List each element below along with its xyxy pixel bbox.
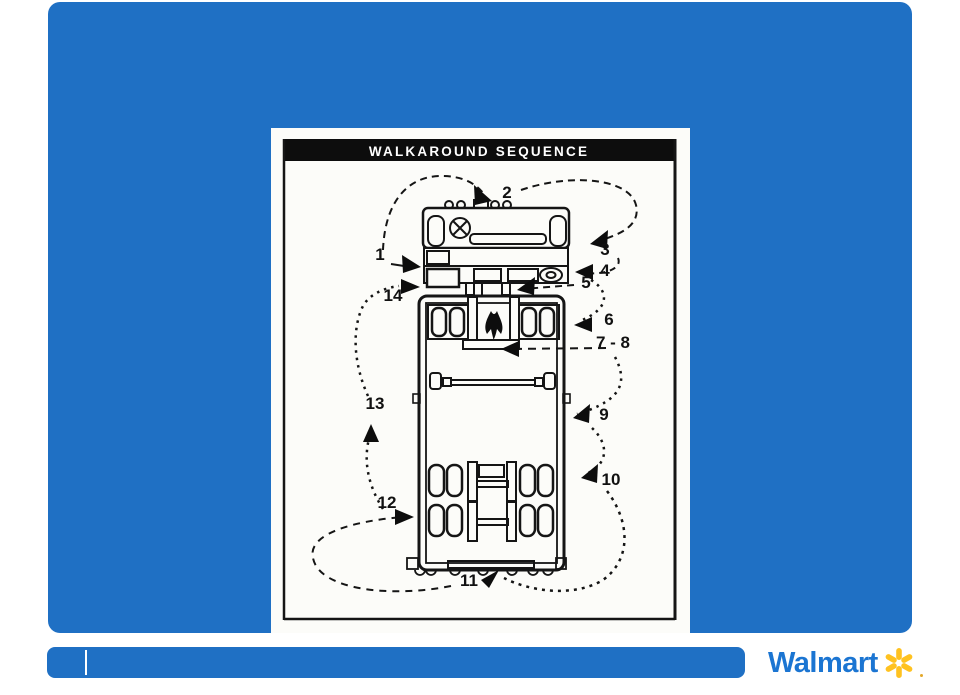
sequence-number-label: 13 — [366, 394, 385, 413]
walkaround-figure: WALKAROUND SEQUENCE — [271, 128, 690, 633]
sequence-number-label: 7 - 8 — [596, 333, 630, 352]
truck-cab — [421, 199, 571, 309]
footer-divider — [85, 650, 87, 675]
sequence-number-label: 3 — [600, 240, 609, 259]
sequence-number-label: 2 — [502, 183, 511, 202]
bottom-rollers — [414, 569, 554, 576]
walkaround-diagram: WALKAROUND SEQUENCE — [282, 139, 677, 621]
truck-trailer — [406, 294, 571, 576]
trademark-dot — [919, 674, 923, 677]
sequence-number-label: 6 — [604, 310, 613, 329]
sequence-number-label: 9 — [599, 405, 608, 424]
sequence-number-label: 10 — [602, 470, 621, 489]
sequence-number-label: 4 — [600, 261, 610, 280]
figure-frame — [282, 139, 677, 621]
footer-bar — [47, 647, 745, 678]
sequence-number-label: 1 — [375, 245, 384, 264]
walmart-logo: Walmart — [768, 645, 923, 681]
sequence-number-label: 14 — [384, 286, 403, 305]
sequence-number-label: 11 — [460, 571, 478, 590]
engine-emblem — [485, 311, 503, 340]
route-arrowheads — [363, 185, 608, 588]
sequence-number-label: 5 — [581, 273, 590, 292]
walmart-wordmark: Walmart — [768, 647, 878, 679]
sequence-number-label: 12 — [378, 493, 397, 512]
figure-title: WALKAROUND SEQUENCE — [369, 144, 589, 159]
walmart-spark-icon — [885, 648, 913, 678]
